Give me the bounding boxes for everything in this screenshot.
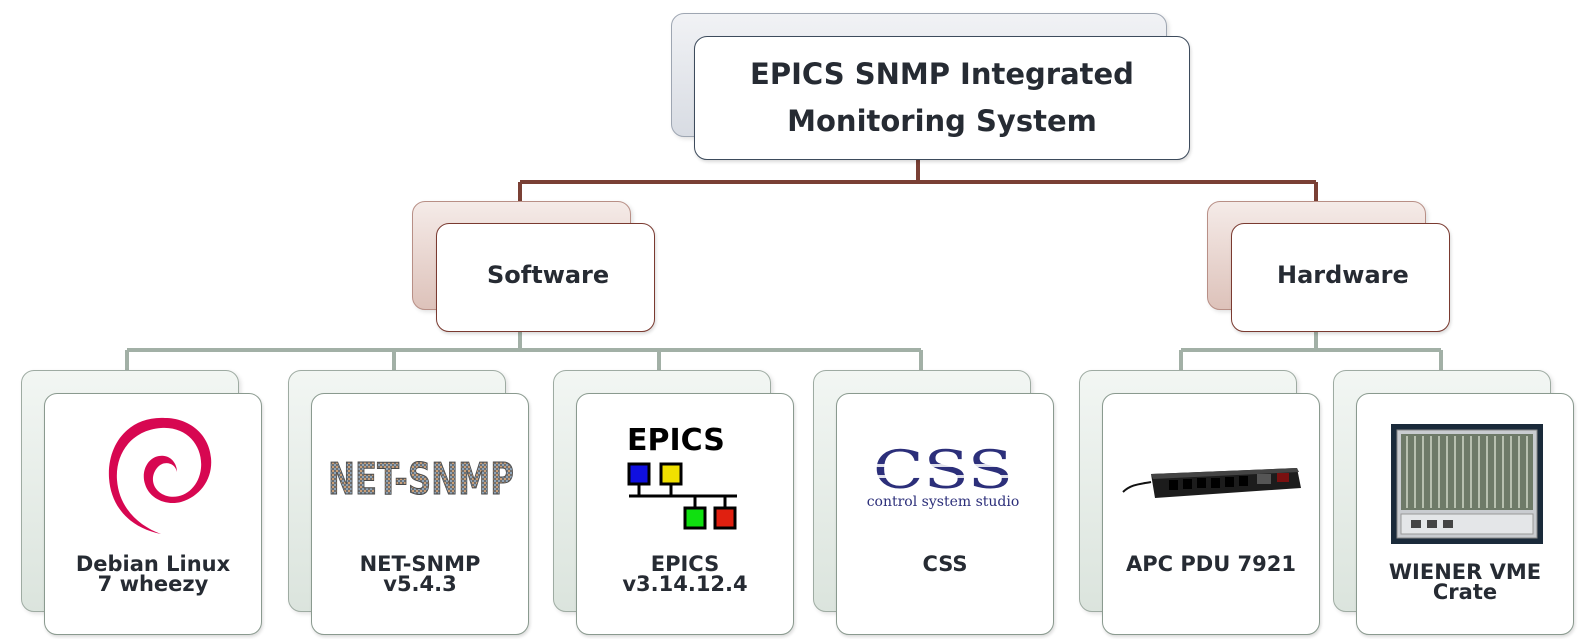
netsnmp-label-line1: NET-SNMP <box>359 552 481 576</box>
net-snmp-logo: NET-SNMP <box>324 450 518 506</box>
root-connector <box>518 158 1318 203</box>
vme-label-line1: WIENER VME <box>1388 560 1542 584</box>
root-title-line2: Monitoring System <box>787 104 1097 138</box>
vme-crate-photo <box>1391 424 1543 544</box>
pdu-node: APC PDU 7921 <box>1102 393 1320 635</box>
css-node: CSS control system studio CSS <box>836 393 1054 635</box>
debian-label-line1: Debian Linux <box>75 552 231 576</box>
css-label-line2: CSS <box>922 552 968 576</box>
net-snmp-logo-text: NET-SNMP <box>328 454 514 505</box>
software-label: Software <box>487 261 610 289</box>
root-title-line1: EPICS SNMP Integrated <box>750 57 1134 91</box>
debian-label-line2: 7 wheezy <box>97 572 209 596</box>
netsnmp-label: NET-SNMP v5.4.3 <box>312 552 528 596</box>
netsnmp-node: NET-SNMP NET-SNMP v5.4.3 <box>311 393 529 635</box>
epics-logo-text: EPICS <box>627 424 725 458</box>
debian-label: Debian Linux 7 wheezy <box>45 552 261 596</box>
pdu-label: APC PDU 7921 <box>1103 552 1319 576</box>
css-logo: CSS control system studio <box>861 441 1025 514</box>
hardware-label: Hardware <box>1277 261 1409 289</box>
css-label: CSS <box>837 552 1053 576</box>
vme-label-line2: Crate <box>1432 580 1498 604</box>
epics-logo: EPICS <box>627 423 743 536</box>
debian-swirl-logo <box>91 408 219 538</box>
pdu-label-line2: APC PDU 7921 <box>1126 552 1296 576</box>
pdu-device-photo <box>1117 454 1305 524</box>
epics-label-line2: v3.14.12.4 <box>622 572 748 596</box>
netsnmp-label-line2: v5.4.3 <box>383 572 457 596</box>
hardware-node: Hardware <box>1231 223 1450 332</box>
software-connector <box>125 330 923 370</box>
vme-node: WIENER VME Crate <box>1356 393 1574 635</box>
vme-label: WIENER VME Crate <box>1357 560 1573 604</box>
css-logo-letters: CSS <box>873 442 1013 501</box>
software-node: Software <box>436 223 655 332</box>
root-node: EPICS SNMP Integrated Monitoring System <box>694 36 1190 160</box>
epics-label: EPICS v3.14.12.4 <box>577 552 793 596</box>
debian-node: Debian Linux 7 wheezy <box>44 393 262 635</box>
hardware-connector <box>1179 330 1443 370</box>
css-logo-caption: control system studio <box>867 494 1020 510</box>
epics-label-line1: EPICS <box>650 552 720 576</box>
epics-node: EPICS EPICS v3.14.12.4 <box>576 393 794 635</box>
